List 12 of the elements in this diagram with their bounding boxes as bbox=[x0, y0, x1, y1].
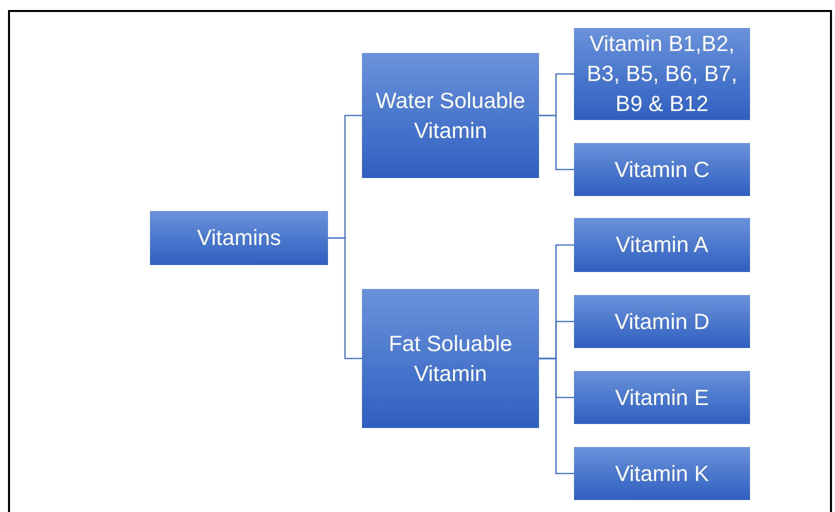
node-box: Vitamin K bbox=[574, 447, 750, 500]
node-box: Vitamin B1,B2, B3, B5, B6, B7, B9 & B12 bbox=[574, 28, 750, 120]
node-box: Fat Soluable Vitamin bbox=[362, 289, 539, 428]
node-box: Vitamin D bbox=[574, 295, 750, 348]
node-box: Vitamin E bbox=[574, 371, 750, 424]
node-box: Water Soluable Vitamin bbox=[362, 53, 539, 178]
connector-line bbox=[328, 237, 362, 360]
node-box: Vitamin C bbox=[574, 143, 750, 196]
node-box: Vitamin A bbox=[574, 218, 750, 272]
node-box: Vitamins bbox=[150, 211, 328, 265]
connector-line bbox=[539, 358, 574, 474]
connector-line bbox=[539, 114, 574, 170]
